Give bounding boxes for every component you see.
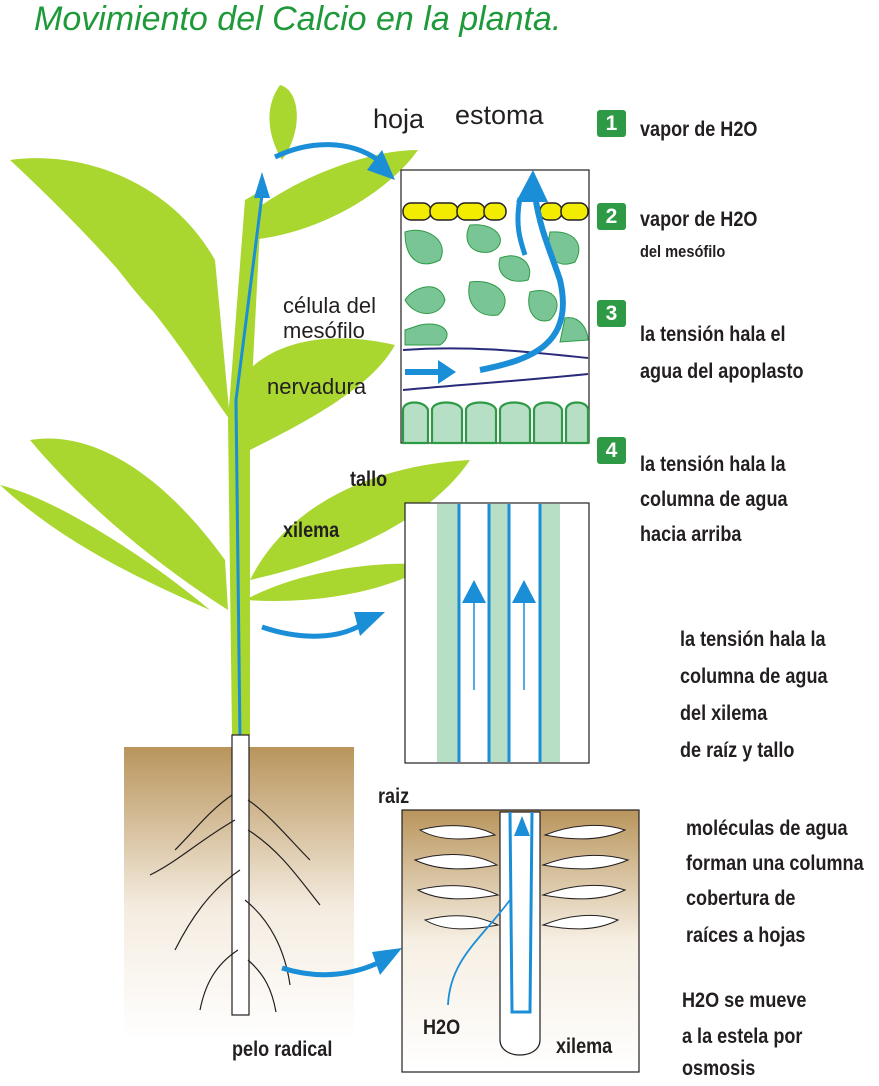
stem-note-line-1: la tensión hala la [680, 628, 826, 651]
stem-section-panel [404, 502, 590, 764]
label-pelo-radical: pelo radical [232, 1038, 333, 1061]
label-mesofilo: mesófilo [283, 318, 365, 343]
step-2-sub: del mesófilo [640, 242, 726, 261]
stem-note-line-4: de raíz y tallo [680, 739, 795, 762]
step-4-line-3: hacia arriba [640, 523, 742, 546]
step-4-line-1: la tensión hala la [640, 453, 786, 476]
label-celula: célula del [283, 293, 376, 318]
root-section-panel [401, 809, 640, 1073]
label-tallo: tallo [350, 468, 388, 491]
stem-note-line-3: del xilema [680, 702, 768, 725]
roots [149, 734, 321, 1016]
stem [228, 190, 262, 735]
step-3-badge: 3 [597, 300, 626, 327]
cohesion-note-line-3: cobertura de [686, 887, 796, 910]
label-estoma: estoma [455, 100, 544, 130]
label-hoja: hoja [373, 104, 425, 134]
step-3-line-1: la tensión hala el [640, 323, 786, 346]
cohesion-note-line-2: forman una columna [686, 852, 864, 875]
step-2-badge: 2 [597, 203, 626, 230]
step-2-text: vapor de H2O [640, 208, 758, 231]
step-1-badge: 1 [597, 110, 626, 137]
page-title: Movimiento del Calcio en la planta. [34, 0, 562, 38]
cohesion-note-line-1: moléculas de agua [686, 817, 848, 840]
leaf-section-panel [400, 169, 590, 445]
label-raiz: raiz [378, 785, 410, 808]
step-4-badge: 4 [597, 437, 626, 464]
stem-note-line-2: columna de agua [680, 665, 828, 688]
osmosis-note-line-1: H2O se mueve [682, 989, 807, 1012]
label-nervadura: nervadura [267, 374, 367, 399]
step-4-line-2: columna de agua [640, 488, 788, 511]
stem-arrowhead [254, 172, 270, 198]
stem-xylem-line [234, 194, 264, 741]
osmosis-note-line-3: osmosis [682, 1057, 756, 1080]
cohesion-note-line-4: raíces a hojas [686, 924, 806, 947]
step-1-text: vapor de H2O [640, 118, 758, 141]
osmosis-note-line-2: a la estela por [682, 1025, 803, 1048]
label-xilema-root: xilema [556, 1035, 613, 1058]
transfer-arrows [261, 142, 386, 978]
label-h2o: H2O [423, 1016, 461, 1039]
transfer-arrowheads [354, 150, 402, 975]
step-3-line-2: agua del apoplasto [640, 360, 804, 383]
label-xilema-stem: xilema [283, 519, 340, 542]
